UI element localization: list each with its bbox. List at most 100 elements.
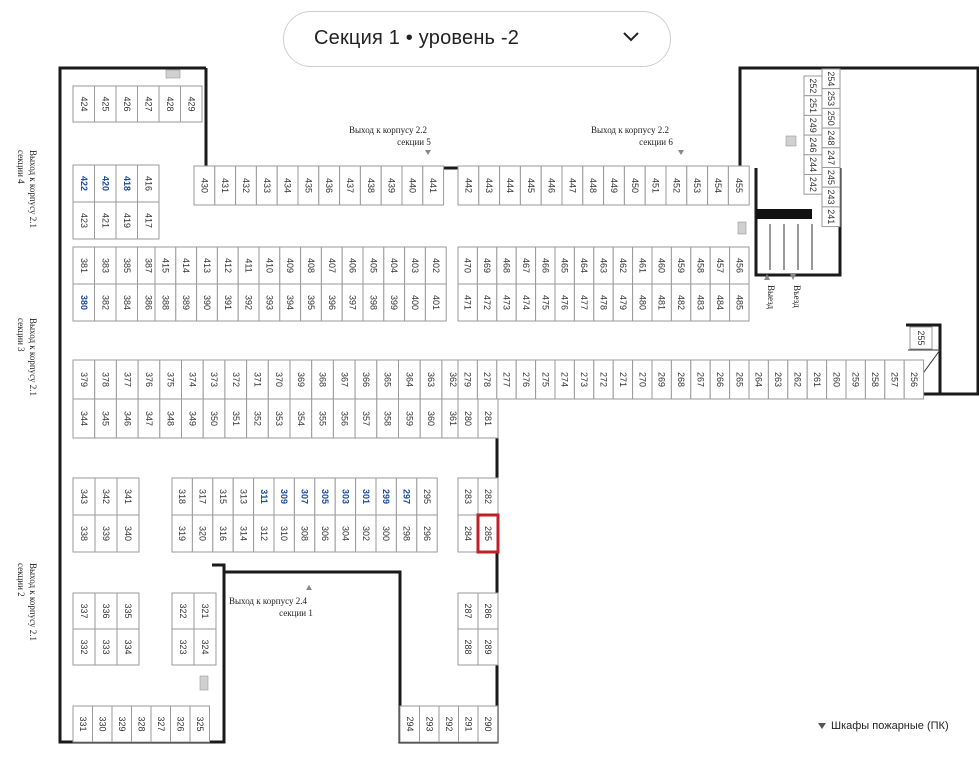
- parking-spot-383[interactable]: 383: [94, 246, 117, 285]
- parking-spot-422[interactable]: 422: [72, 164, 95, 203]
- parking-spot-337[interactable]: 337: [72, 592, 96, 630]
- parking-spot-395[interactable]: 395: [300, 283, 322, 322]
- parking-spot-267[interactable]: 267: [690, 359, 711, 400]
- parking-spot-339[interactable]: 339: [94, 514, 118, 553]
- parking-spot-465[interactable]: 465: [554, 246, 575, 285]
- parking-spot-297[interactable]: 297: [395, 477, 418, 516]
- parking-spot-435[interactable]: 435: [297, 165, 320, 206]
- parking-spot-245[interactable]: 245: [821, 167, 841, 188]
- parking-spot-473[interactable]: 473: [496, 283, 517, 322]
- parking-spot-277[interactable]: 277: [496, 359, 517, 400]
- parking-spot-477[interactable]: 477: [573, 283, 595, 322]
- parking-spot-268[interactable]: 268: [670, 359, 692, 400]
- parking-spot-311[interactable]: 311: [253, 477, 275, 516]
- parking-spot-307[interactable]: 307: [293, 477, 316, 516]
- parking-spot-417[interactable]: 417: [137, 201, 160, 240]
- parking-spot-349[interactable]: 349: [181, 398, 204, 439]
- parking-spot-437[interactable]: 437: [339, 165, 361, 206]
- parking-spot-272[interactable]: 272: [593, 359, 614, 400]
- parking-spot-425[interactable]: 425: [94, 85, 117, 123]
- parking-spot-289[interactable]: 289: [477, 628, 499, 666]
- parking-spot-474[interactable]: 474: [515, 283, 537, 322]
- parking-spot-285[interactable]: 285: [476, 513, 500, 554]
- parking-spot-485[interactable]: 485: [729, 283, 750, 322]
- parking-spot-260[interactable]: 260: [826, 359, 847, 400]
- parking-spot-365[interactable]: 365: [376, 359, 399, 400]
- parking-spot-338[interactable]: 338: [72, 514, 96, 553]
- parking-spot-274[interactable]: 274: [554, 359, 575, 400]
- parking-spot-258[interactable]: 258: [864, 359, 886, 400]
- parking-spot-356[interactable]: 356: [332, 398, 356, 439]
- parking-spot-430[interactable]: 430: [193, 165, 216, 206]
- parking-spot-426[interactable]: 426: [115, 85, 138, 123]
- parking-spot-468[interactable]: 468: [496, 246, 517, 285]
- parking-spot-247[interactable]: 247: [821, 147, 841, 169]
- parking-spot-282[interactable]: 282: [477, 477, 499, 516]
- parking-spot-344[interactable]: 344: [72, 398, 96, 439]
- parking-spot-374[interactable]: 374: [181, 359, 204, 400]
- parking-spot-406[interactable]: 406: [341, 246, 364, 285]
- parking-spot-341[interactable]: 341: [116, 477, 140, 516]
- parking-spot-342[interactable]: 342: [94, 477, 118, 516]
- parking-spot-333[interactable]: 333: [94, 628, 118, 666]
- parking-spot-363[interactable]: 363: [419, 359, 443, 400]
- parking-spot-332[interactable]: 332: [72, 628, 96, 666]
- parking-spot-340[interactable]: 340: [116, 514, 140, 553]
- parking-spot-396[interactable]: 396: [320, 283, 343, 322]
- parking-spot-249[interactable]: 249: [803, 114, 823, 136]
- parking-spot-355[interactable]: 355: [311, 398, 334, 439]
- parking-spot-414[interactable]: 414: [175, 246, 198, 285]
- parking-spot-459[interactable]: 459: [670, 246, 692, 285]
- parking-spot-312[interactable]: 312: [253, 514, 275, 553]
- parking-spot-376[interactable]: 376: [137, 359, 161, 400]
- parking-spot-315[interactable]: 315: [212, 477, 234, 516]
- parking-spot-334[interactable]: 334: [116, 628, 140, 666]
- parking-spot-415[interactable]: 415: [154, 246, 177, 285]
- parking-spot-402[interactable]: 402: [424, 246, 447, 285]
- parking-spot-373[interactable]: 373: [202, 359, 226, 400]
- parking-spot-452[interactable]: 452: [665, 165, 688, 206]
- parking-spot-394[interactable]: 394: [279, 283, 302, 322]
- parking-spot-368[interactable]: 368: [311, 359, 334, 400]
- parking-spot-483[interactable]: 483: [690, 283, 711, 322]
- parking-spot-451[interactable]: 451: [644, 165, 667, 206]
- parking-spot-370[interactable]: 370: [267, 359, 291, 400]
- parking-spot-261[interactable]: 261: [806, 359, 828, 400]
- parking-spot-318[interactable]: 318: [171, 477, 193, 516]
- parking-spot-400[interactable]: 400: [404, 283, 426, 322]
- parking-spot-384[interactable]: 384: [115, 283, 138, 322]
- parking-spot-308[interactable]: 308: [293, 514, 316, 553]
- parking-spot-264[interactable]: 264: [748, 359, 769, 400]
- parking-spot-454[interactable]: 454: [707, 165, 729, 206]
- parking-spot-480[interactable]: 480: [632, 283, 653, 322]
- parking-spot-241[interactable]: 241: [821, 206, 841, 228]
- parking-spot-481[interactable]: 481: [651, 283, 672, 322]
- parking-spot-479[interactable]: 479: [612, 283, 634, 322]
- parking-spot-275[interactable]: 275: [535, 359, 556, 400]
- parking-spot-418[interactable]: 418: [115, 164, 138, 203]
- parking-spot-420[interactable]: 420: [94, 164, 117, 203]
- parking-spot-431[interactable]: 431: [214, 165, 237, 206]
- parking-spot-278[interactable]: 278: [476, 359, 498, 400]
- parking-spot-482[interactable]: 482: [670, 283, 692, 322]
- parking-spot-470[interactable]: 470: [457, 246, 478, 285]
- parking-spot-336[interactable]: 336: [94, 592, 118, 630]
- parking-spot-353[interactable]: 353: [267, 398, 291, 439]
- parking-spot-255[interactable]: 255: [909, 326, 933, 350]
- parking-spot-439[interactable]: 439: [380, 165, 403, 206]
- parking-spot-251[interactable]: 251: [803, 95, 823, 116]
- parking-spot-298[interactable]: 298: [395, 514, 418, 553]
- parking-spot-265[interactable]: 265: [729, 359, 750, 400]
- parking-spot-246[interactable]: 246: [803, 134, 823, 156]
- parking-spot-416[interactable]: 416: [137, 164, 160, 203]
- parking-spot-299[interactable]: 299: [375, 477, 397, 516]
- parking-spot-403[interactable]: 403: [404, 246, 426, 285]
- parking-spot-314[interactable]: 314: [232, 514, 255, 553]
- parking-spot-369[interactable]: 369: [289, 359, 313, 400]
- parking-spot-357[interactable]: 357: [354, 398, 378, 439]
- parking-spot-293[interactable]: 293: [419, 705, 440, 743]
- parking-spot-290[interactable]: 290: [477, 705, 498, 743]
- parking-spot-364[interactable]: 364: [398, 359, 421, 400]
- parking-spot-404[interactable]: 404: [383, 246, 406, 285]
- parking-spot-398[interactable]: 398: [362, 283, 385, 322]
